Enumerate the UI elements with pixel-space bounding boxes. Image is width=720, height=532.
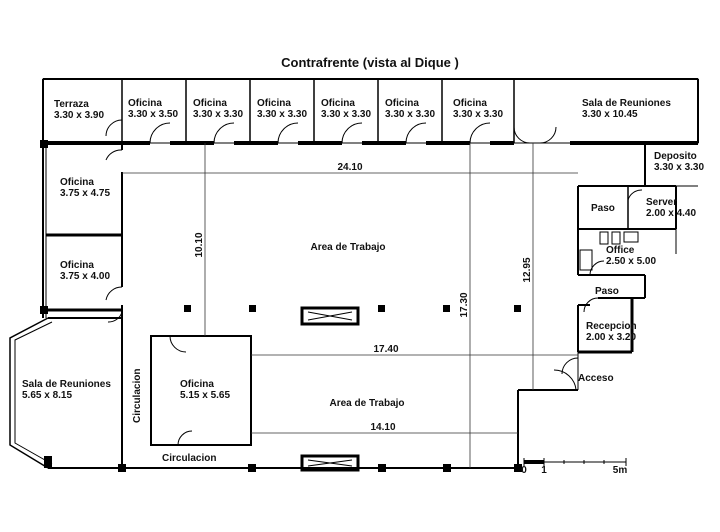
room-oficina2-name: Oficina <box>193 98 227 109</box>
dimension-14-10: 14.10 <box>370 422 395 433</box>
room-office-size: 2.50 x 5.00 <box>606 256 656 267</box>
room-sala-reuniones-left-size: 5.65 x 8.15 <box>22 390 72 401</box>
room-oficina5-name: Oficina <box>385 98 419 109</box>
room-oficina-left1-size: 3.75 x 4.75 <box>60 188 110 199</box>
room-oficina-left2-size: 3.75 x 4.00 <box>60 271 110 282</box>
dimension-labels: 24.10 10.10 12.95 17.30 17.40 14.10 <box>194 162 533 433</box>
room-sala-reuniones-left-name: Sala de Reuniones <box>22 379 111 390</box>
room-oficina6-name: Oficina <box>453 98 487 109</box>
room-oficina2-size: 3.30 x 3.30 <box>193 109 243 120</box>
dimension-17-40: 17.40 <box>373 344 398 355</box>
acceso-label: Acceso <box>578 373 614 384</box>
scale-end-label: 5m <box>613 465 628 476</box>
room-oficina1-size: 3.30 x 3.50 <box>128 109 178 120</box>
room-oficina3-size: 3.30 x 3.30 <box>257 109 307 120</box>
room-oficina1-name: Oficina <box>128 98 162 109</box>
room-terraza-size: 3.30 x 3.90 <box>54 110 104 121</box>
room-oficina-left1-name: Oficina <box>60 177 94 188</box>
top-room-dividers <box>105 79 557 145</box>
service-rooms-details <box>553 142 698 391</box>
paso-2-label: Paso <box>595 286 619 297</box>
area-trabajo-2-label: Area de Trabajo <box>329 398 404 409</box>
room-oficina5-size: 3.30 x 3.30 <box>385 109 435 120</box>
structural-columns <box>118 305 522 472</box>
left-room-walls <box>40 140 123 468</box>
area-trabajo-1-label: Area de Trabajo <box>310 242 385 253</box>
room-oficina3-name: Oficina <box>257 98 291 109</box>
room-sala-reuniones-top-name: Sala de Reuniones <box>582 98 671 109</box>
circulacion-horizontal-label: Circulacion <box>162 453 216 464</box>
room-sala-reuniones-top-size: 3.30 x 10.45 <box>582 109 638 120</box>
scale-bar: 0 1 5m <box>521 458 627 476</box>
paso-1-label: Paso <box>591 203 615 214</box>
room-oficina4-size: 3.30 x 3.30 <box>321 109 371 120</box>
room-recepcion-name: Recepcion <box>586 321 637 332</box>
room-server-size: 2.00 x 4.40 <box>646 208 696 219</box>
dimension-12-95: 12.95 <box>522 257 533 282</box>
room-terraza-name: Terraza <box>54 99 89 110</box>
room-office-name: Office <box>606 245 635 256</box>
dimension-lines <box>122 143 578 468</box>
room-server-name: Server <box>646 197 677 208</box>
room-deposito-size: 3.30 x 3.30 <box>654 162 704 173</box>
room-deposito-name: Deposito <box>654 151 697 162</box>
dimension-24-10: 24.10 <box>337 162 362 173</box>
dimension-10-10: 10.10 <box>194 232 205 257</box>
room-oficina-left2-name: Oficina <box>60 260 94 271</box>
scale-start-label: 0 <box>521 465 527 476</box>
room-oficina6-size: 3.30 x 3.30 <box>453 109 503 120</box>
room-oficina-center-name: Oficina <box>180 379 214 390</box>
exterior-walls <box>9 78 699 469</box>
circulacion-vertical-label: Circulacion <box>132 369 143 423</box>
scale-one-label: 1 <box>541 465 547 476</box>
central-office-walls <box>150 335 252 446</box>
room-recepcion-size: 2.00 x 3.20 <box>586 332 636 343</box>
room-oficina-center-size: 5.15 x 5.65 <box>180 390 230 401</box>
dimension-17-30: 17.30 <box>459 292 470 317</box>
plan-title: Contrafrente (vista al Dique ) <box>281 55 459 70</box>
room-labels: Terraza 3.30 x 3.90 Oficina 3.30 x 3.50 … <box>22 98 704 464</box>
room-oficina4-name: Oficina <box>321 98 355 109</box>
